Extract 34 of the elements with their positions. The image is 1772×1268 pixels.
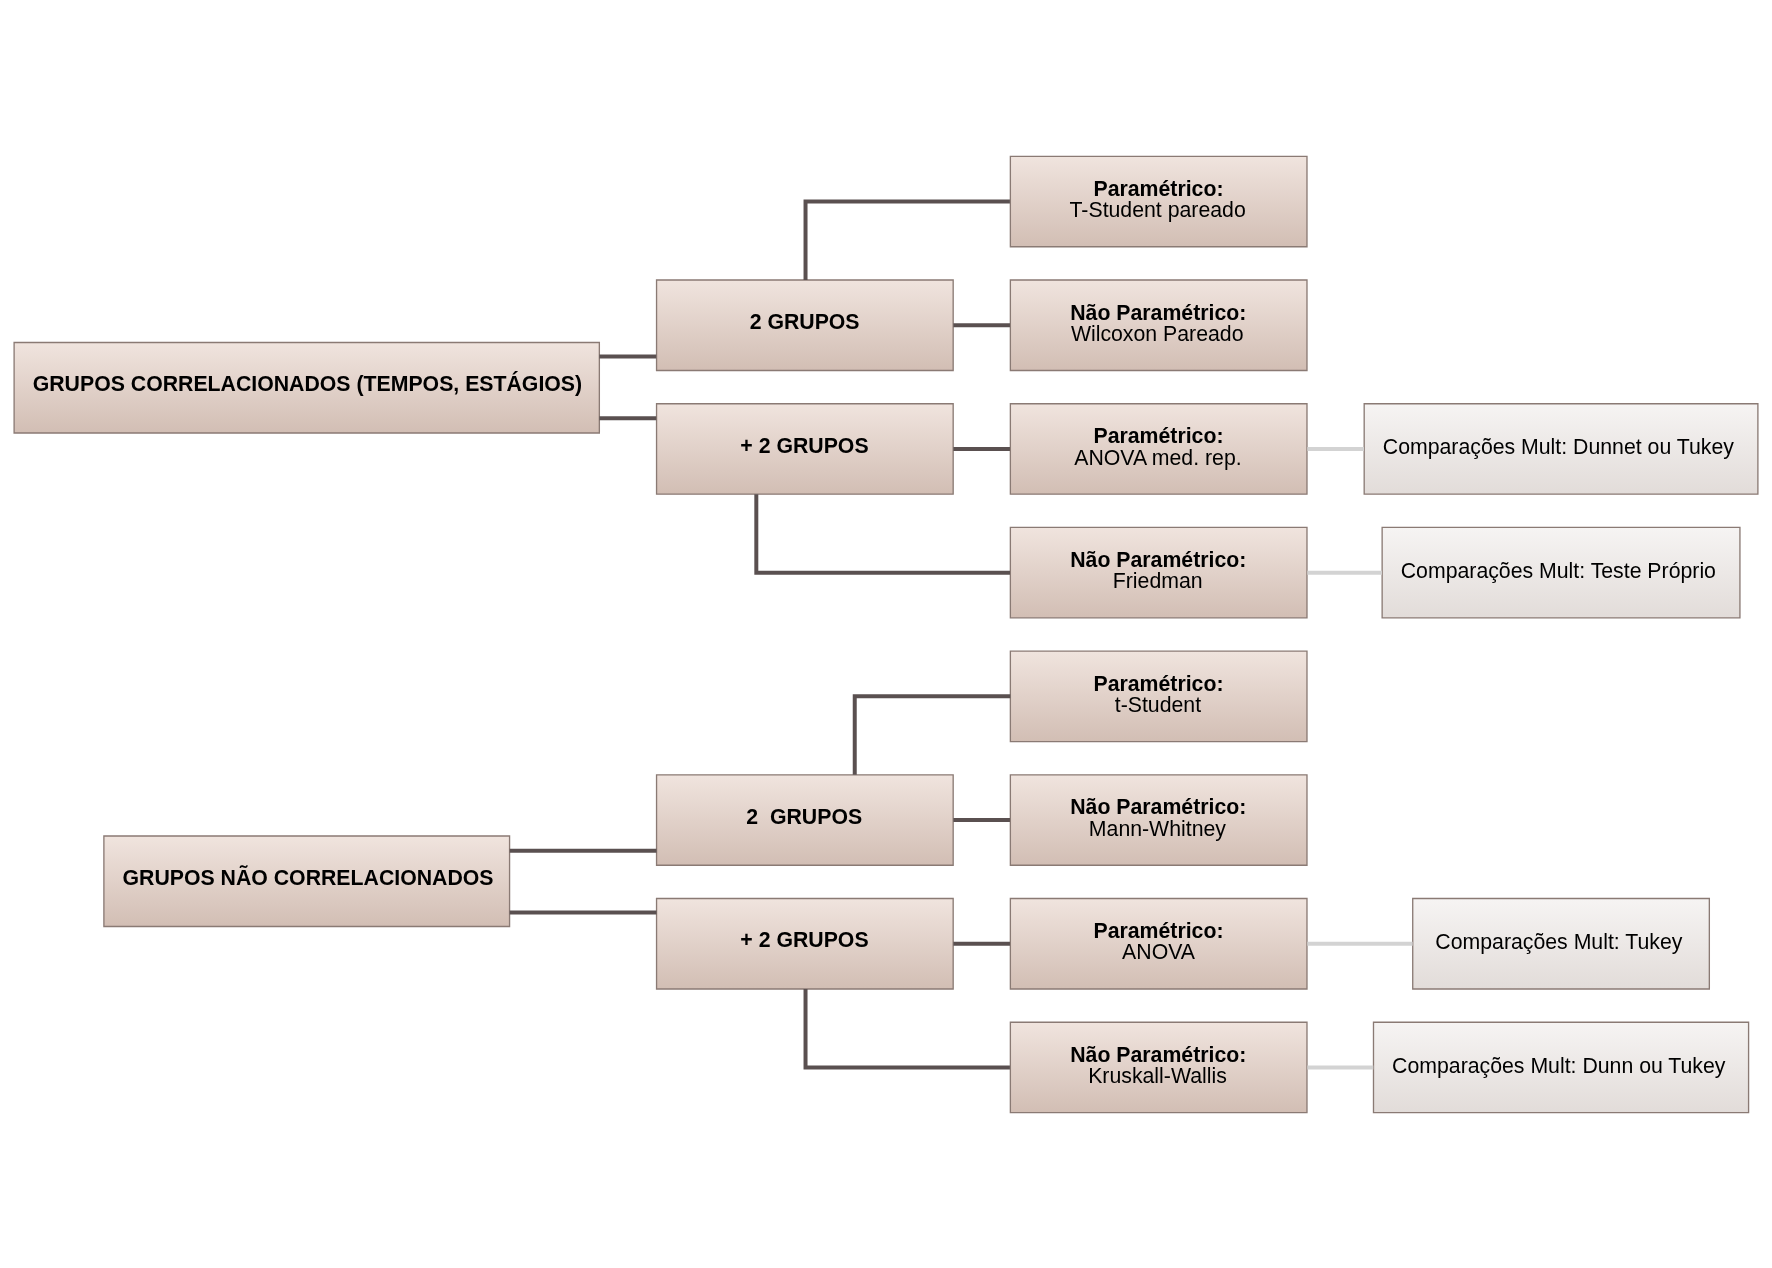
connector xyxy=(803,199,1010,280)
node-box: GRUPOS CORRELACIONADOS (TEMPOS, ESTÁGIOS) xyxy=(13,341,601,434)
connector xyxy=(1307,570,1382,575)
node-box: GRUPOS NÃO CORRELACIONADOS xyxy=(103,834,511,927)
node-box: Não Paramétrico: Friedman xyxy=(1009,526,1308,619)
connector xyxy=(1307,446,1364,451)
node-box: + 2 GRUPOS xyxy=(655,402,954,495)
node-box: + 2 GRUPOS xyxy=(655,897,954,990)
node-box: Paramétrico: T-Student pareado xyxy=(1009,155,1308,247)
node-box: Paramétrico: t-Student xyxy=(1009,649,1308,742)
node-box: Paramétrico: ANOVA med. rep. xyxy=(1009,402,1308,495)
connector xyxy=(953,446,1010,451)
node-box: Comparações Mult: Dunn ou Tukey xyxy=(1372,1021,1750,1113)
connector xyxy=(953,817,1010,822)
connector xyxy=(1307,941,1413,946)
connector xyxy=(599,354,657,358)
node-box: 2 GRUPOS xyxy=(655,773,954,866)
connector xyxy=(754,493,1010,575)
node-box: Comparações Mult: Dunnet ou Tukey xyxy=(1363,402,1759,495)
connector xyxy=(509,910,657,914)
connector xyxy=(953,941,1010,946)
connector xyxy=(1307,1064,1374,1069)
connector xyxy=(509,848,657,853)
connector xyxy=(599,415,657,420)
connector xyxy=(852,693,1011,775)
node-box: Comparações Mult: Teste Próprio xyxy=(1381,526,1741,619)
connector xyxy=(803,988,1010,1069)
node-box: Não Paramétrico: Mann-Whitney xyxy=(1009,773,1308,866)
node-box: Não Paramétrico: Kruskall-Wallis xyxy=(1009,1021,1308,1113)
node-box: Paramétrico: ANOVA xyxy=(1009,897,1308,990)
node-box: Comparações Mult: Tukey xyxy=(1412,897,1710,990)
node-box: 2 GRUPOS xyxy=(655,278,954,371)
node-box: Não Paramétrico: Wilcoxon Pareado xyxy=(1009,278,1308,371)
connector xyxy=(953,322,1010,327)
